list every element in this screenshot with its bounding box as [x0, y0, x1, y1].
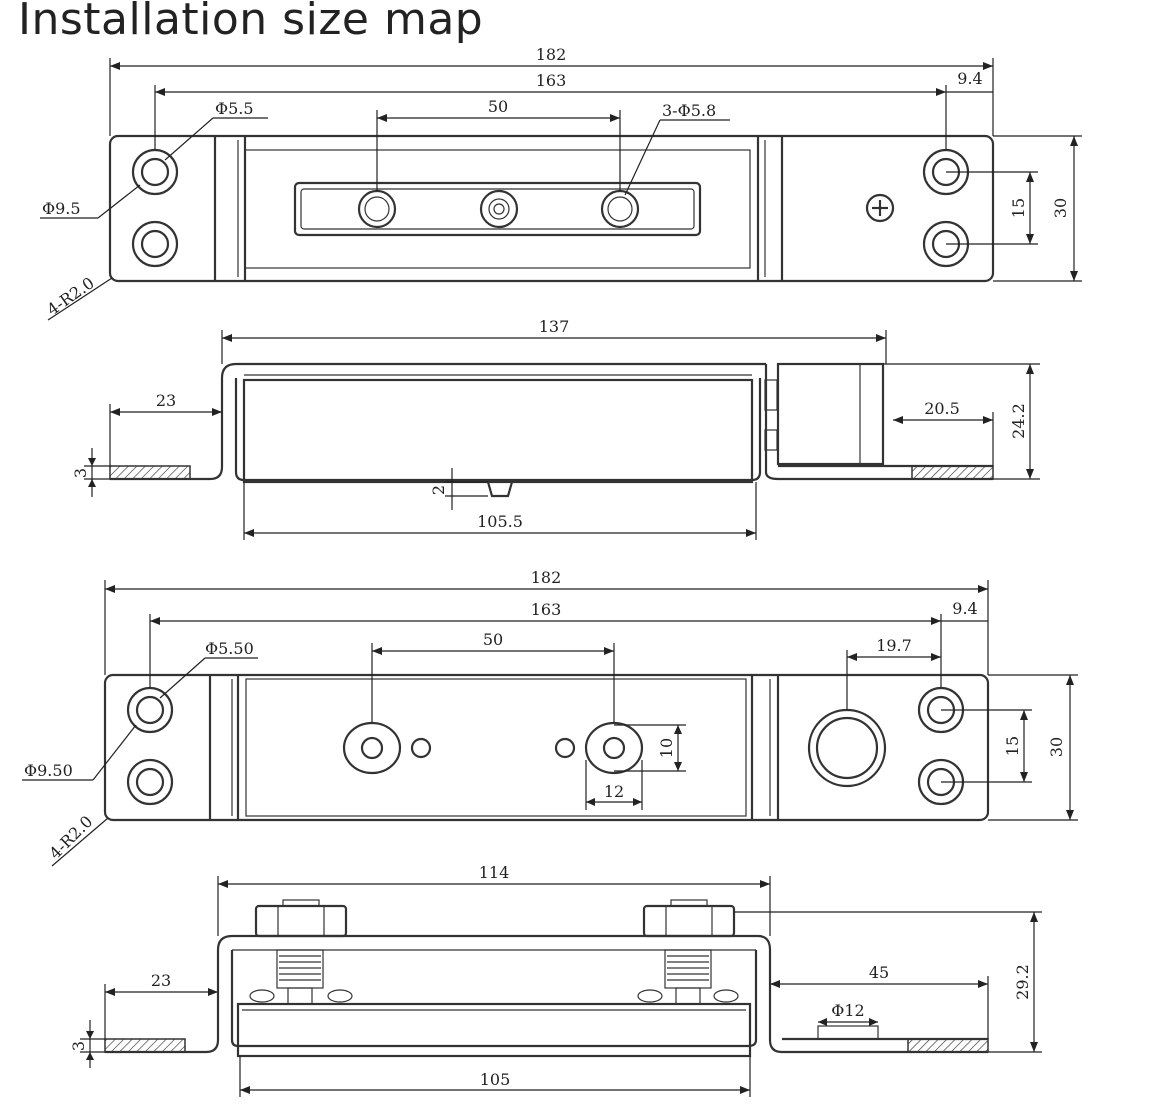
dim-overall-width: 182	[536, 45, 567, 64]
dim-vertical-spacing: 15	[1003, 736, 1022, 756]
bottom-view: 182 163 9.4 50 19.7 Φ5.50 Φ9.50 4-R2.0 1…	[22, 568, 1078, 867]
dim-hole-spacing: 163	[531, 600, 562, 619]
dim-flange-length: 23	[151, 971, 171, 990]
dim-base-length: 105.5	[477, 512, 523, 531]
dim-mid-holes: 3-Φ5.8	[662, 101, 716, 120]
dim-overall-width: 182	[531, 568, 562, 587]
side-view-2: 114 23 45 Φ12 29.2 3 105	[69, 863, 1042, 1097]
dim-height: 30	[1051, 198, 1070, 218]
dim-hole-dia: Φ5.5	[215, 99, 254, 118]
dim-body-length: 137	[539, 317, 570, 336]
dim-slot-width: 12	[604, 782, 624, 801]
dim-height: 30	[1047, 737, 1066, 757]
dim-plate-thickness: 3	[69, 1041, 88, 1051]
dim-edge-offset: 9.4	[952, 599, 977, 618]
dim-countersink-dia: Φ9.5	[42, 199, 81, 218]
dim-slot-height: 10	[657, 738, 676, 758]
dim-right-flange: 45	[869, 963, 889, 982]
dim-tab-height: 2	[429, 485, 448, 495]
dim-countersink-dia: Φ9.50	[24, 761, 73, 780]
dim-height: 29.2	[1013, 964, 1032, 1000]
dim-hole-spacing: 163	[536, 71, 567, 90]
dim-vertical-spacing: 15	[1009, 198, 1028, 218]
dim-hole-dia: Φ5.50	[205, 639, 254, 658]
top-view: 182 163 9.4 50 Φ5.5 3-Φ5.8 Φ9.5 4-R2.0 1…	[40, 45, 1082, 321]
dim-button-offset: 19.7	[876, 636, 912, 655]
side-view-1: 137 23 20.5 24.2 3 2 105.5	[71, 317, 1040, 540]
dim-base-length: 105	[480, 1070, 511, 1089]
dim-corner-radius: 4-R2.0	[45, 812, 96, 863]
dim-button-dia: Φ12	[831, 1001, 864, 1020]
dim-mid-spacing: 50	[483, 630, 503, 649]
dim-flange-length: 23	[156, 391, 176, 410]
dim-plate-thickness: 3	[71, 468, 90, 478]
dim-mid-spacing: 50	[488, 97, 508, 116]
dim-right-flange: 20.5	[924, 399, 960, 418]
dim-edge-offset: 9.4	[957, 69, 982, 88]
dim-body-length: 114	[479, 863, 510, 882]
dim-corner-radius: 4-R2.0	[43, 273, 97, 319]
dim-height: 24.2	[1009, 403, 1028, 439]
page-title: Installation size map	[18, 0, 484, 45]
